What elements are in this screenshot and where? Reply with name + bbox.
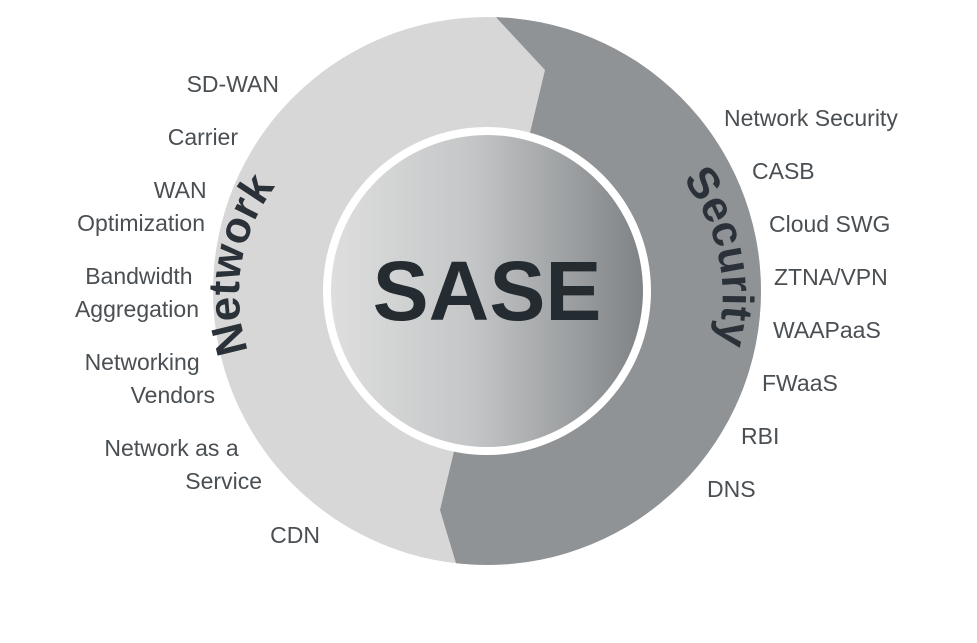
network-item-line: CDN: [270, 522, 320, 548]
network-item-line: SD-WAN: [187, 71, 279, 97]
security-item: RBI: [741, 423, 779, 449]
network-item-line: Vendors: [131, 382, 215, 408]
network-item: WAN Optimization: [77, 177, 213, 236]
network-item: CDN: [270, 522, 320, 548]
security-item: ZTNA/VPN: [774, 264, 888, 290]
center-title: SASE: [373, 244, 602, 338]
network-items: SD-WAN Carrier WAN Optimization Bandwidt…: [75, 71, 320, 548]
network-item: Network as a Service: [104, 435, 262, 494]
security-item: FWaaS: [762, 370, 838, 396]
network-item-line: Service: [185, 468, 262, 494]
security-item: WAAPaaS: [773, 317, 881, 343]
network-item: Bandwidth Aggregation: [75, 263, 199, 322]
network-item-line: Bandwidth: [85, 263, 192, 289]
network-item: Carrier: [168, 124, 239, 150]
network-item-line: Optimization: [77, 210, 205, 236]
network-item-line: Carrier: [168, 124, 239, 150]
network-item-line: Aggregation: [75, 296, 199, 322]
security-item: DNS: [707, 476, 756, 502]
center-circle: [331, 135, 643, 447]
security-item: CASB: [752, 158, 815, 184]
network-item-line: Network as a: [104, 435, 238, 461]
network-item: Networking Vendors: [85, 349, 215, 408]
network-item: SD-WAN: [187, 71, 279, 97]
security-item: Cloud SWG: [769, 211, 890, 237]
network-item-line: WAN: [154, 177, 207, 203]
network-item-line: Networking: [85, 349, 200, 375]
security-item: Network Security: [724, 105, 898, 131]
security-items: Network Security CASB Cloud SWG ZTNA/VPN…: [707, 105, 898, 502]
